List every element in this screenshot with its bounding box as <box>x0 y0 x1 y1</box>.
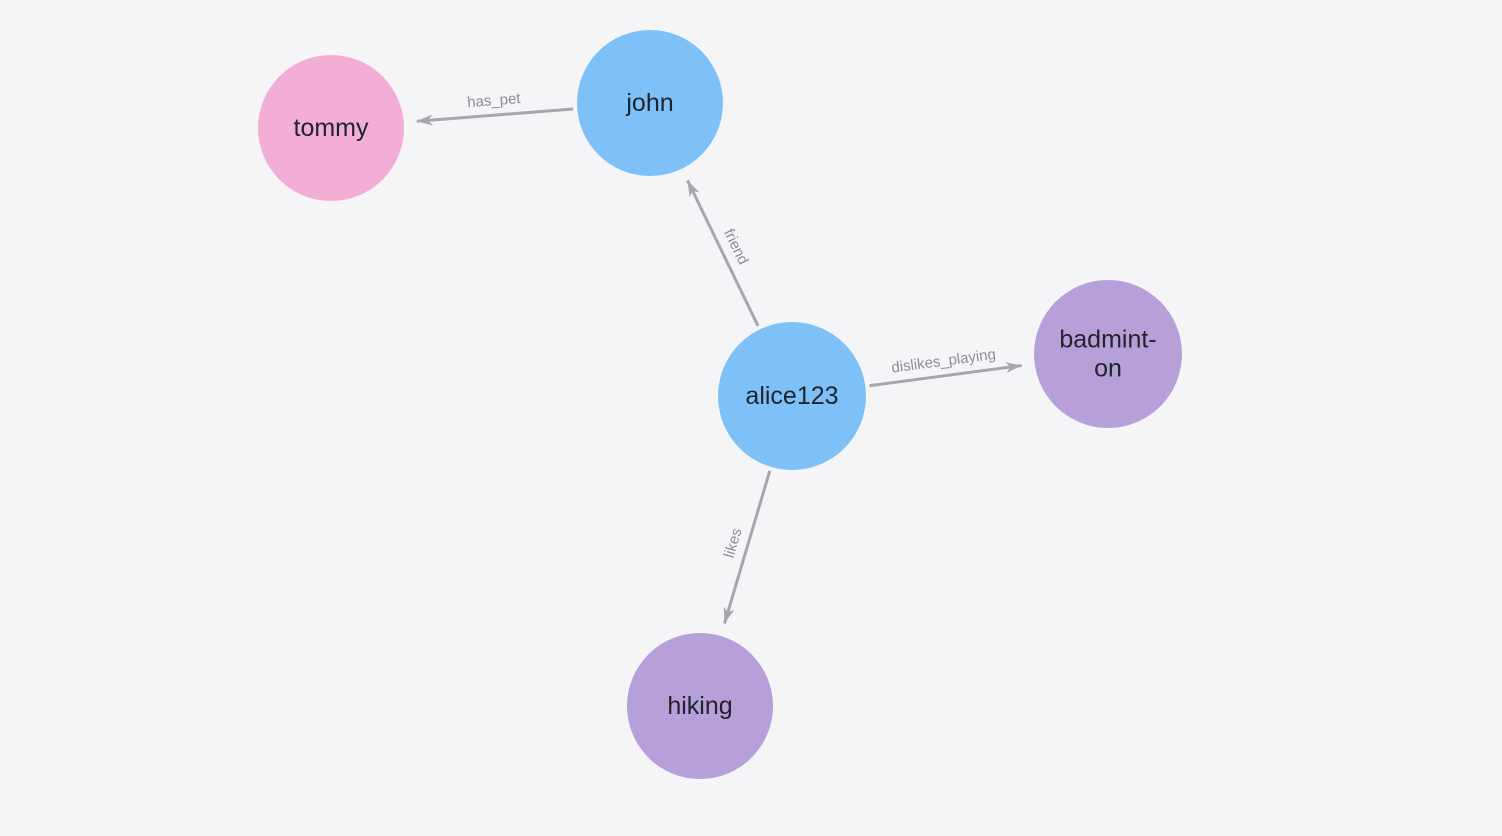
edge-label-likes[interactable]: likes <box>721 526 746 560</box>
edge-has_pet[interactable] <box>416 107 574 126</box>
edge-friend[interactable] <box>686 179 760 327</box>
edge-likes[interactable] <box>723 470 772 624</box>
node-hiking[interactable] <box>627 633 773 779</box>
node-alice123[interactable] <box>718 322 866 470</box>
node-john[interactable] <box>577 30 723 176</box>
edge-dislikes_playing[interactable] <box>869 362 1022 388</box>
edge-label-friend[interactable]: friend <box>720 226 752 267</box>
node-tommy[interactable] <box>258 55 404 201</box>
node-badminton[interactable] <box>1034 280 1182 428</box>
edge-label-has_pet[interactable]: has_pet <box>467 90 522 111</box>
